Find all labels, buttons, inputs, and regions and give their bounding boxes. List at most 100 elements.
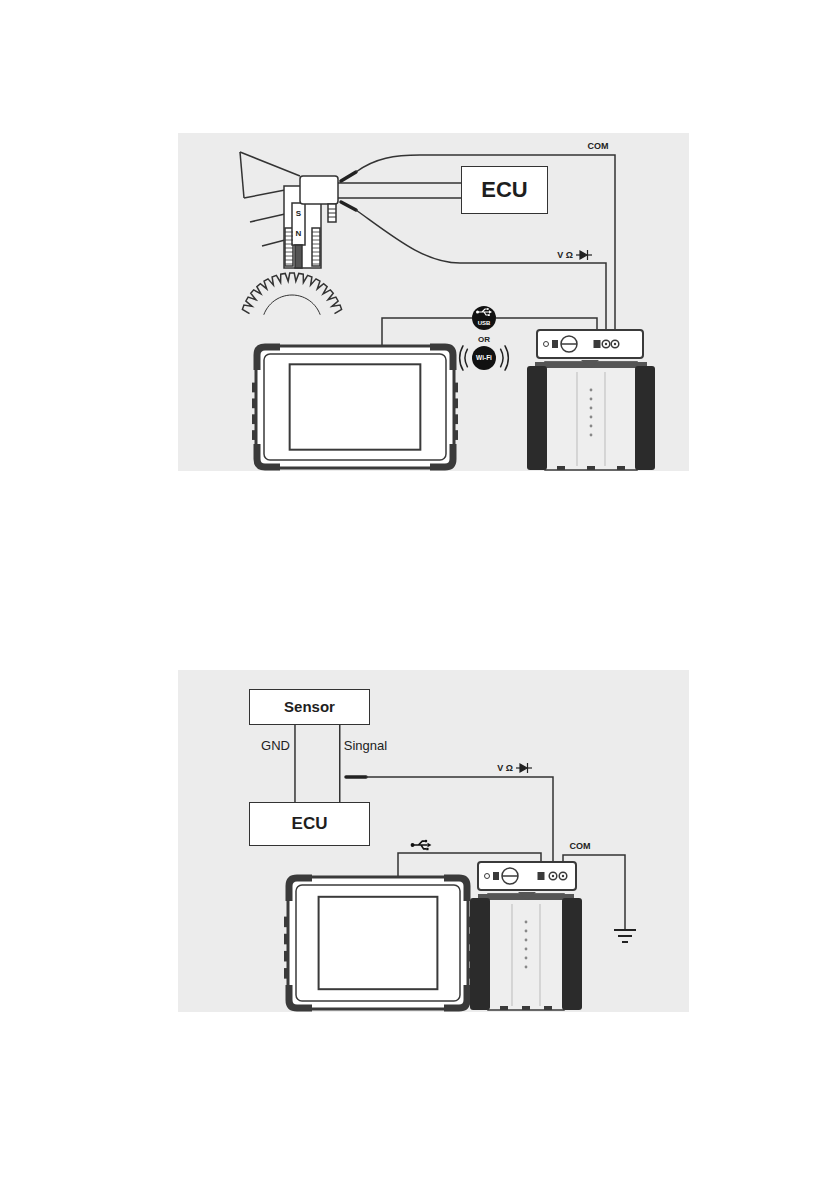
probe [341, 202, 356, 210]
tablet-button [284, 917, 288, 928]
coil-winding [312, 260, 320, 261]
status-led [525, 948, 528, 951]
status-led [525, 930, 528, 933]
terminal-label: Wi-Fi [476, 355, 492, 362]
tablet-button [252, 430, 256, 440]
vci-face [478, 862, 576, 890]
sensor-connector [300, 176, 338, 204]
wire-label: GND [261, 739, 290, 752]
tablet-bumper [444, 985, 467, 1008]
engine-housing [262, 240, 285, 246]
status-led [590, 416, 593, 419]
vci-bumper [562, 898, 582, 1010]
tablet-bumper [430, 444, 453, 467]
terminal-label: V Ω [497, 764, 513, 773]
tablet [296, 885, 460, 1001]
coil-winding [312, 256, 320, 257]
jack [611, 340, 619, 348]
tablet-bumper [444, 878, 467, 901]
usb-symbol [428, 843, 432, 848]
tablet-button [284, 968, 288, 979]
coil-winding [312, 248, 320, 249]
coil-winding [312, 232, 320, 233]
sensor-connector [328, 209, 336, 217]
usb-port [594, 340, 601, 348]
tablet-bumper [257, 347, 280, 370]
tablet-button [252, 414, 256, 424]
vci-bumper [527, 366, 547, 470]
tablet-button [252, 398, 256, 408]
probe [346, 775, 366, 779]
vci-body [488, 894, 564, 1010]
tablet [256, 346, 454, 468]
coil-winding [285, 240, 293, 241]
ground-symbol [622, 941, 628, 943]
box-label: Sensor [284, 699, 335, 716]
ground-symbol [614, 929, 636, 931]
coil-winding [285, 256, 293, 257]
tablet-bumper [444, 878, 467, 901]
probe [341, 172, 366, 777]
tablet-bumper [289, 985, 312, 1008]
diode-symbol [516, 250, 592, 773]
tablet-screen [290, 364, 421, 449]
tablet [264, 354, 446, 460]
terminal-label: N [296, 230, 302, 238]
jack [614, 343, 616, 345]
diode-symbol [527, 763, 528, 773]
tablet-bumper [257, 444, 280, 467]
tablet-bumper [430, 347, 453, 370]
tablet [288, 877, 468, 1009]
vci-foot [544, 1006, 552, 1010]
tablet [252, 346, 458, 468]
status-led [590, 389, 593, 392]
ecu-box: ECU [249, 802, 370, 846]
tablet-button [454, 398, 458, 408]
usb-cable [496, 318, 597, 330]
ground-symbol [614, 930, 636, 942]
vci-face [485, 874, 490, 879]
tablet [284, 877, 472, 1009]
tablet-button [454, 383, 458, 393]
engine-housing [240, 152, 244, 198]
sensor-connector [328, 204, 336, 222]
wifi-badge [501, 349, 503, 367]
vci-bumper [470, 898, 490, 1010]
jack [549, 872, 557, 880]
tablet-button [284, 934, 288, 945]
tablet-button [252, 383, 256, 393]
status-led [590, 398, 593, 401]
tablet-bumper [257, 347, 280, 370]
vci-face [502, 868, 518, 884]
wire-label: Singnal [344, 739, 387, 752]
vci-face [561, 343, 577, 345]
tablet-bumper [430, 444, 453, 467]
usb-badge [472, 306, 496, 330]
insert-arrow [518, 892, 536, 900]
usb-badge [472, 306, 496, 330]
wifi-badge [505, 346, 508, 370]
status-led [525, 921, 528, 924]
vci-body [512, 904, 513, 1006]
terminal-label: V Ω [557, 251, 573, 260]
coil-winding [312, 240, 320, 241]
engine-housing [244, 190, 285, 198]
tablet-bumper [444, 985, 467, 1008]
jack [552, 875, 554, 877]
vci-body [605, 372, 606, 466]
probe [341, 172, 356, 181]
jack [562, 875, 564, 877]
tablet-bumper [289, 985, 312, 1008]
usb-port [538, 872, 545, 880]
vci-body [540, 904, 541, 1006]
coil-winding [285, 252, 293, 253]
vci-foot [587, 466, 595, 470]
usb-symbol [426, 848, 428, 850]
signal-wire [294, 725, 296, 802]
status-led [590, 407, 593, 410]
vci-foot [617, 466, 625, 470]
vci-foot [500, 1006, 508, 1010]
device-figures [242, 273, 655, 1010]
